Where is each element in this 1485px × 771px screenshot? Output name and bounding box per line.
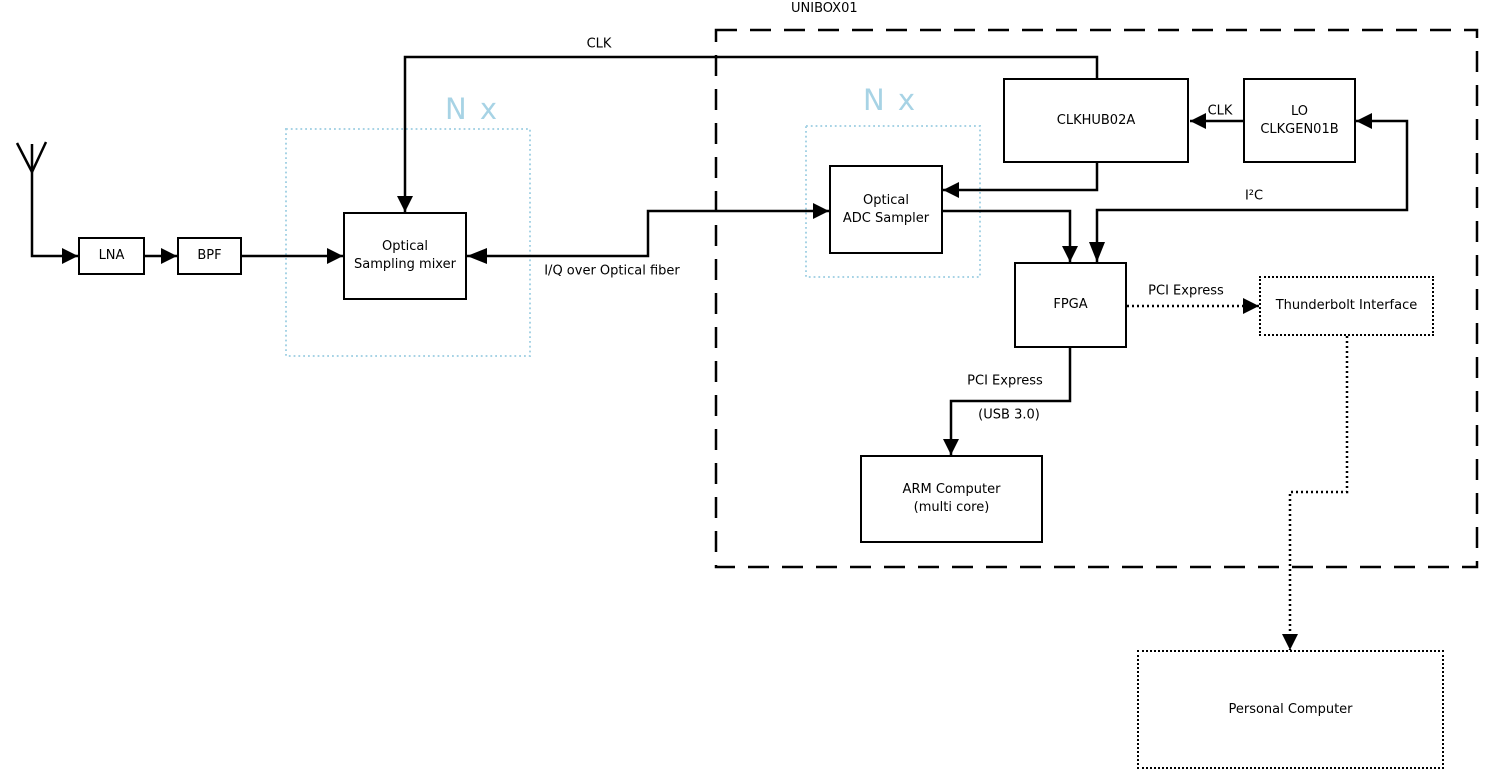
edge-label-pci-express-arm: PCI Express: [967, 373, 1043, 389]
block-mixer-label-line2: Sampling mixer: [354, 257, 456, 272]
block-thunderbolt-label: Thunderbolt Interface: [1275, 298, 1418, 314]
block-arm-label-line1: ARM Computer: [902, 482, 1001, 498]
unibox01-group-label: UNIBOX01: [791, 1, 858, 16]
block-bpf-label: BPF: [197, 248, 222, 264]
block-lo-clkgen01b: LO CLKGEN01B: [1243, 78, 1356, 163]
thunderbolt-to-pc-line: [1281, 336, 1349, 650]
block-fpga-label: FPGA: [1053, 297, 1088, 313]
block-pc-label: Personal Computer: [1228, 701, 1353, 717]
block-clkhub02a-label: CLKHUB02A: [1056, 112, 1136, 128]
unibox01-group-outline: [714, 28, 1479, 569]
nx-group-outline-right: [805, 125, 981, 278]
block-lo-label-line2: CLKGEN01B: [1260, 121, 1339, 137]
edge-label-i2c: I²C: [1244, 188, 1264, 204]
fpga-to-arm-line: [942, 348, 1072, 455]
iq-fiber-line: [467, 202, 829, 258]
block-thunderbolt-interface: Thunderbolt Interface: [1259, 276, 1434, 336]
hub-to-adc-clk-line: [943, 163, 1099, 199]
block-optical-adc-sampler: Optical ADC Sampler: [829, 165, 943, 254]
adc-to-fpga-line: [943, 209, 1079, 262]
block-mixer-label-line1: Optical: [382, 239, 428, 255]
block-fpga: FPGA: [1014, 262, 1127, 348]
iq-fiber-arrowhead-left: [467, 248, 487, 264]
block-adc-label-line1: Optical: [863, 192, 909, 208]
block-lna: LNA: [78, 237, 145, 275]
block-lo-label-line1: LO: [1290, 103, 1308, 119]
edge-label-usb: (USB 3.0): [978, 407, 1040, 423]
antenna-icon-arms: [15, 141, 48, 173]
block-bpf: BPF: [177, 237, 242, 275]
block-arm-label-line2: (multi core): [913, 500, 990, 515]
edge-label-clk-lo-hub: CLK: [1207, 103, 1233, 119]
block-personal-computer: Personal Computer: [1137, 650, 1444, 769]
block-adc-label-line2: ADC Sampler: [842, 210, 930, 226]
edge-label-pci-express-thunderbolt: PCI Express: [1148, 283, 1224, 299]
antenna-icon: [30, 144, 78, 265]
nx-label-left: N x: [444, 92, 500, 126]
block-lna-label: LNA: [98, 248, 125, 264]
i2c-line: [1095, 112, 1409, 262]
clk-hub-to-mixer-line: [396, 55, 1099, 212]
i2c-arrowhead-fpga: [1089, 242, 1105, 262]
block-arm-computer: ARM Computer (multi core): [860, 455, 1043, 543]
block-optical-sampling-mixer: Optical Sampling mixer: [343, 212, 467, 300]
nx-label-right: N x: [862, 83, 918, 117]
block-clkhub02a: CLKHUB02A: [1003, 78, 1189, 163]
edge-label-clk-top: CLK: [586, 36, 612, 52]
edge-label-iq-fiber: I/Q over Optical fiber: [544, 263, 680, 279]
